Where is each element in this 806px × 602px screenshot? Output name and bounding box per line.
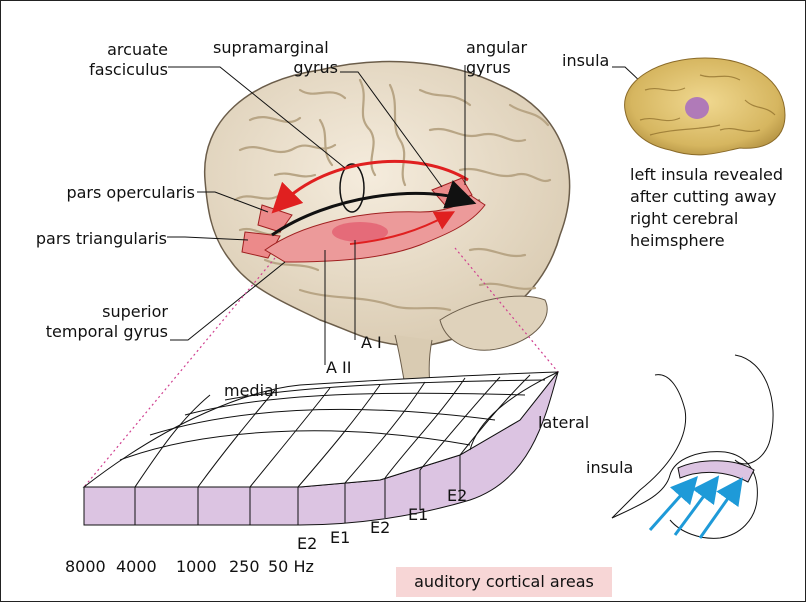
label-supramarginal: supramarginal bbox=[213, 38, 329, 57]
freq-label-3: 1000 bbox=[176, 557, 217, 576]
label-a1: A I bbox=[361, 333, 382, 352]
label-supramarginal-gyrus: gyrus bbox=[290, 58, 338, 77]
e-label-5: E2 bbox=[447, 486, 467, 505]
label-lateral: lateral bbox=[538, 413, 589, 432]
label-a2: A II bbox=[326, 358, 351, 377]
freq-label-1: 8000 bbox=[65, 557, 106, 576]
label-fasciculus: fasciculus bbox=[78, 60, 168, 79]
small-brain-image bbox=[625, 58, 785, 155]
blue-arrows bbox=[650, 485, 736, 538]
label-insula-top: insula bbox=[562, 51, 609, 70]
label-temporal-gyrus: temporal gyrus bbox=[30, 322, 168, 341]
tonotopic-map bbox=[84, 372, 558, 525]
e-label-2: E1 bbox=[330, 528, 350, 547]
insula-note-line-1: left insula revealed bbox=[630, 165, 783, 184]
insula-note-line-3: right cerebral bbox=[630, 209, 738, 228]
label-pars-opercularis: pars opercularis bbox=[40, 183, 195, 202]
label-arcuate: arcuate bbox=[88, 40, 168, 59]
label-pars-triangularis: pars triangularis bbox=[15, 229, 167, 248]
insula-note-line-4: heimsphere bbox=[630, 231, 725, 250]
e-label-4: E1 bbox=[408, 505, 428, 524]
e-label-3: E2 bbox=[370, 518, 390, 537]
insula-note-line-2: after cutting away bbox=[630, 187, 776, 206]
e-label-1: E2 bbox=[297, 534, 317, 553]
label-medial: medial bbox=[224, 381, 278, 400]
label-angular: angular bbox=[466, 38, 527, 57]
caption-auditory-cortical-areas: auditory cortical areas bbox=[396, 567, 612, 597]
label-angular-gyrus: gyrus bbox=[466, 58, 511, 77]
freq-label-5: 50 Hz bbox=[268, 557, 314, 576]
freq-label-4: 250 bbox=[229, 557, 260, 576]
label-superior: superior bbox=[80, 302, 168, 321]
insula-spot bbox=[685, 97, 709, 119]
label-insula-bottom: insula bbox=[586, 458, 633, 477]
freq-label-2: 4000 bbox=[116, 557, 157, 576]
